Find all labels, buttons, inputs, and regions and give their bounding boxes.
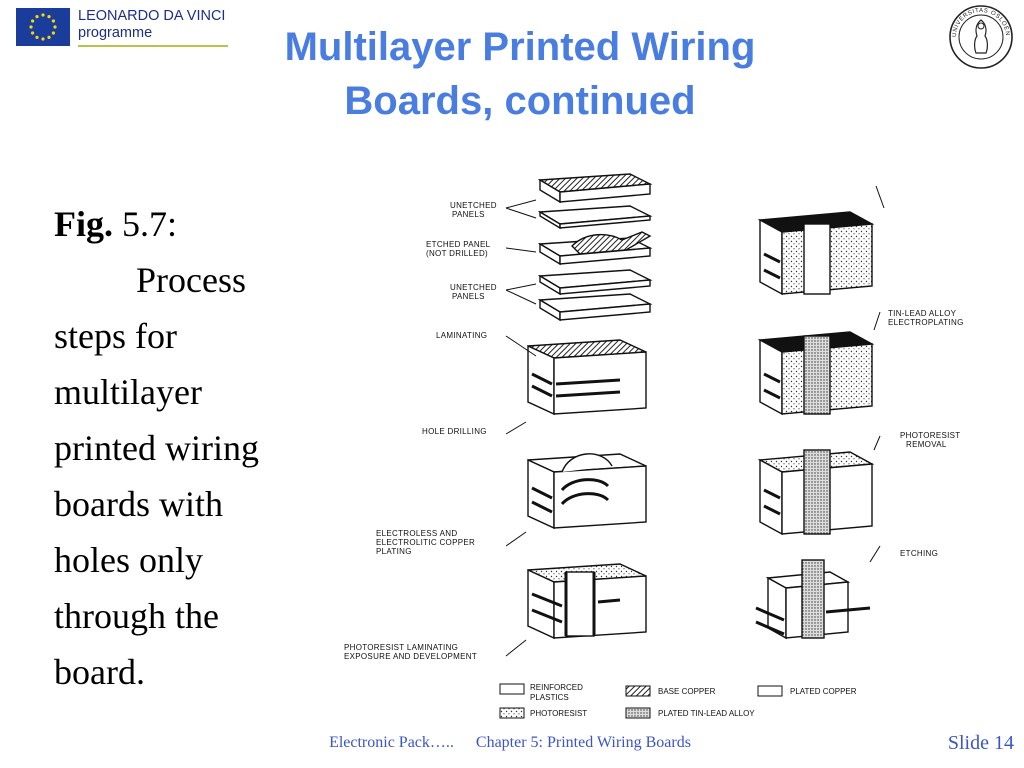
slide-title: Multilayer Printed Wiring Boards, contin… bbox=[240, 20, 800, 128]
caption-line-8: board. bbox=[54, 652, 145, 692]
etched-panel bbox=[537, 231, 653, 266]
drilled-block bbox=[527, 453, 647, 530]
laminated-block bbox=[527, 339, 647, 416]
label-photoresist-removal-a: PHOTORESIST bbox=[900, 431, 961, 440]
label-unetched-1b: PANELS bbox=[452, 210, 485, 219]
leonardo-da-vinci-logo: LEONARDO DA VINCI programme bbox=[16, 8, 228, 48]
title-line2: Boards, continued bbox=[344, 79, 696, 123]
logo-line1: LEONARDO DA VINCI bbox=[78, 8, 226, 24]
legend-label-photoresist: PHOTORESIST bbox=[530, 709, 587, 718]
label-photoresist-a: PHOTORESIST LAMINATING bbox=[344, 643, 458, 652]
right-block-2 bbox=[757, 331, 875, 416]
eu-flag-icon bbox=[16, 8, 70, 46]
caption-line-7: through the bbox=[54, 596, 219, 636]
caption-line-2: steps for bbox=[54, 316, 177, 356]
caption-line-5: boards with bbox=[54, 484, 223, 524]
label-photoresist-removal-b: REMOVAL bbox=[906, 440, 947, 449]
legend-swatch-base-copper bbox=[625, 685, 651, 697]
unetched-panel-3 bbox=[537, 269, 653, 296]
label-etched-b: (NOT DRILLED) bbox=[426, 249, 488, 258]
legend-label-base-copper: BASE COPPER bbox=[658, 687, 716, 696]
plated-block bbox=[527, 563, 647, 640]
legend-swatch-plated-copper bbox=[757, 685, 783, 697]
slide-number: Slide 14 bbox=[947, 732, 1014, 754]
label-pointers bbox=[505, 185, 885, 657]
figure-legend: REINFORCED PLASTICS BASE COPPER PLATED C… bbox=[499, 683, 857, 719]
caption-line-4: printed wiring bbox=[54, 428, 259, 468]
label-unetched-1a: UNETCHED bbox=[450, 201, 497, 210]
caption-line-1: Process bbox=[136, 260, 246, 300]
footer-center: Electronic Pack….. Chapter 5: Printed Wi… bbox=[260, 734, 760, 752]
right-block-3 bbox=[757, 449, 875, 536]
caption-line-3: multilayer bbox=[54, 372, 202, 412]
legend-label-plastics-2: PLASTICS bbox=[530, 693, 569, 702]
right-block-4 bbox=[755, 559, 871, 640]
legend-label-tin-lead: PLATED TIN-LEAD ALLOY bbox=[658, 709, 755, 718]
label-etched-a: ETCHED PANEL bbox=[426, 240, 491, 249]
logo-underline bbox=[78, 45, 228, 47]
label-unetched-2b: PANELS bbox=[452, 292, 485, 301]
label-tin-lead-a: TIN-LEAD ALLOY bbox=[888, 309, 957, 318]
fig-label: Fig. bbox=[54, 204, 113, 244]
unetched-panel-4 bbox=[537, 293, 653, 322]
label-electroless-a: ELECTROLESS AND bbox=[376, 529, 457, 538]
label-unetched-2a: UNETCHED bbox=[450, 283, 497, 292]
legend-swatch-plastics bbox=[499, 683, 525, 695]
svg-text:UNIVERSITAS OSLOENSIS MDCCCXI: UNIVERSITAS OSLOENSIS MDCCCXI bbox=[948, 4, 1010, 37]
process-steps-figure: UNETCHED PANELS ETCHED PANEL (NOT DRILLE… bbox=[344, 173, 964, 719]
seal-text: UNIVERSITAS OSLOENSIS MDCCCXI bbox=[948, 4, 1009, 37]
figure-caption: Fig. 5.7: Process steps for multilayer p… bbox=[54, 196, 329, 700]
label-electroless-b: ELECTROLITIC COPPER bbox=[376, 538, 475, 547]
label-laminating: LAMINATING bbox=[436, 331, 487, 340]
label-etching: ETCHING bbox=[900, 549, 938, 558]
unetched-panel-top bbox=[537, 173, 653, 204]
title-line1: Multilayer Printed Wiring bbox=[284, 25, 756, 69]
legend-label-plated-copper: PLATED COPPER bbox=[790, 687, 857, 696]
right-block-1 bbox=[757, 211, 875, 296]
footer-chapter: Chapter 5: Printed Wiring Boards bbox=[475, 734, 691, 751]
label-tin-lead-b: ELECTROPLATING bbox=[888, 318, 964, 327]
footer-course: Electronic Pack….. bbox=[329, 734, 454, 751]
label-photoresist-b: EXPOSURE AND DEVELOPMENT bbox=[344, 652, 477, 661]
label-hole-drilling: HOLE DRILLING bbox=[422, 427, 487, 436]
logo-line2: programme bbox=[78, 25, 153, 41]
legend-swatch-photoresist bbox=[499, 707, 525, 719]
unetched-panel-2 bbox=[537, 205, 653, 230]
caption-line-6: holes only bbox=[54, 540, 203, 580]
legend-label-plastics-1: REINFORCED bbox=[530, 683, 583, 692]
legend-swatch-tin-lead bbox=[625, 707, 651, 719]
fig-number: 5.7: bbox=[122, 204, 178, 244]
label-electroless-c: PLATING bbox=[376, 547, 412, 556]
university-seal-icon: UNIVERSITAS OSLOENSIS MDCCCXI bbox=[948, 4, 1013, 69]
